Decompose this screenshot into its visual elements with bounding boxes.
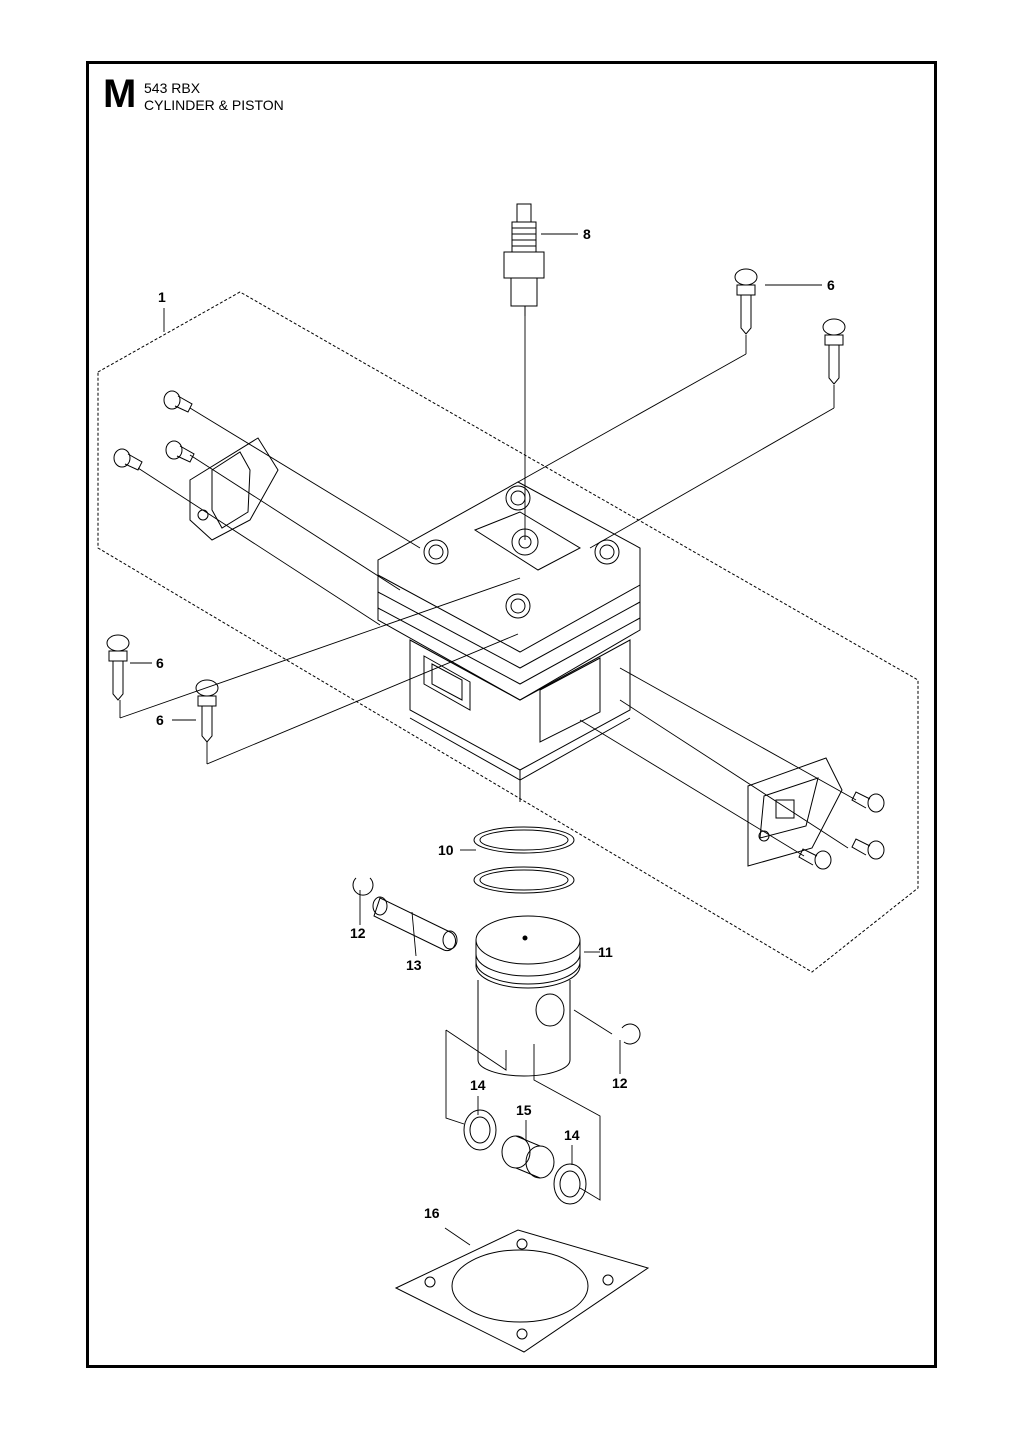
leader-lines [119,233,857,1246]
cylinder-screw-part [822,318,846,385]
thrust-washer-part [553,1163,587,1205]
cylinder-screw-part [106,634,130,701]
callout-1: 1 [158,289,166,305]
cylinder-part [377,481,641,802]
intake-flange-part [189,437,279,541]
spark-plug-part [503,203,545,316]
kit-boundary [97,291,919,973]
callout-14: 14 [470,1077,486,1093]
section-title: CYLINDER & PISTON [144,97,284,113]
needle-bearing-part [501,1135,555,1179]
callout-11: 11 [598,944,613,960]
piston-pin-part [372,896,458,952]
callout-8: 8 [583,226,591,242]
callout-12: 12 [350,925,366,941]
section-letter: M [103,72,136,116]
cylinder-screw-part [195,679,219,743]
diagram-frame [86,61,937,1368]
callout-12: 12 [612,1075,628,1091]
cylinder-gasket-part [394,1229,650,1353]
piston-ring-part [473,826,575,894]
callout-10: 10 [438,842,454,858]
cylinder-screw-part [734,268,758,335]
callout-labels: 1 8 6 6 6 6 10 11 12 12 13 14 14 15 16 [156,226,835,1221]
circlip-part [352,877,641,1045]
callout-6: 6 [827,277,835,293]
callout-6: 6 [156,712,164,728]
piston-part [475,915,581,1077]
callout-6: 6 [156,655,164,671]
flange-screw-part [113,390,885,870]
callout-14: 14 [564,1127,580,1143]
thrust-washer-part [463,1109,497,1151]
callout-13: 13 [406,957,422,973]
callout-16: 16 [424,1205,440,1221]
model-name: 543 RBX [144,80,201,96]
callout-15: 15 [516,1102,532,1118]
exhaust-flange-part [747,757,843,867]
